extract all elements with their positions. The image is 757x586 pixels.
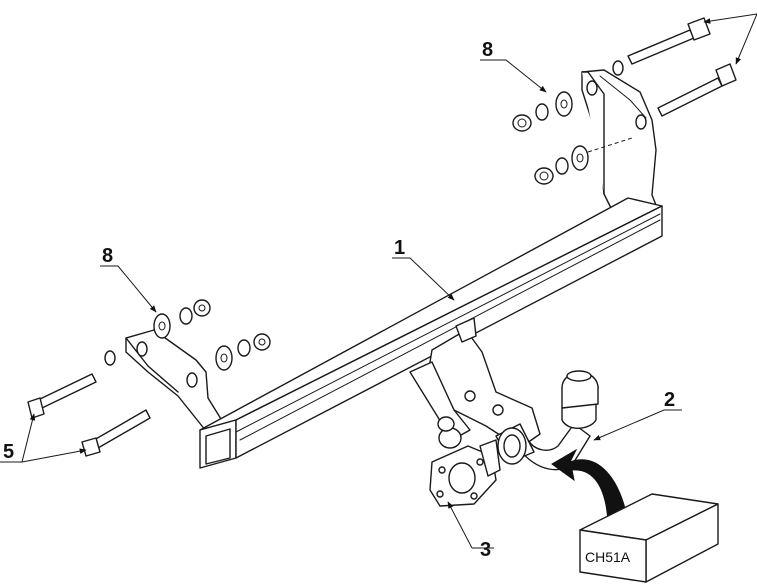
leader-lines xyxy=(0,13,757,549)
washer-stack-right-upper xyxy=(512,60,624,132)
washer-stack-left-upper xyxy=(104,299,211,366)
kit-box: CH51A xyxy=(579,493,719,583)
washer-stack-left-lower xyxy=(215,333,271,371)
socket-plate xyxy=(429,416,501,507)
callout-8-right: 8 xyxy=(482,39,493,61)
callout-5: 5 xyxy=(3,441,14,463)
kit-box-code: CH51A xyxy=(585,549,631,565)
callout-2: 2 xyxy=(664,389,675,411)
callout-3: 3 xyxy=(480,539,491,561)
bolt-left-upper xyxy=(27,373,97,419)
bolt-right-upper xyxy=(627,17,711,65)
callout-1: 1 xyxy=(394,237,405,259)
crossbar-tube xyxy=(199,197,663,469)
fitting-direction-arrow xyxy=(551,448,629,523)
washer-stack-right-lower xyxy=(534,137,633,185)
bolt-right-lower xyxy=(657,63,737,117)
callout-8-left: 8 xyxy=(102,245,113,267)
right-mounting-bracket xyxy=(581,69,659,223)
left-mounting-bracket xyxy=(125,329,235,447)
bolt-left-lower xyxy=(81,409,151,457)
tow-ball-assembly xyxy=(495,370,599,471)
